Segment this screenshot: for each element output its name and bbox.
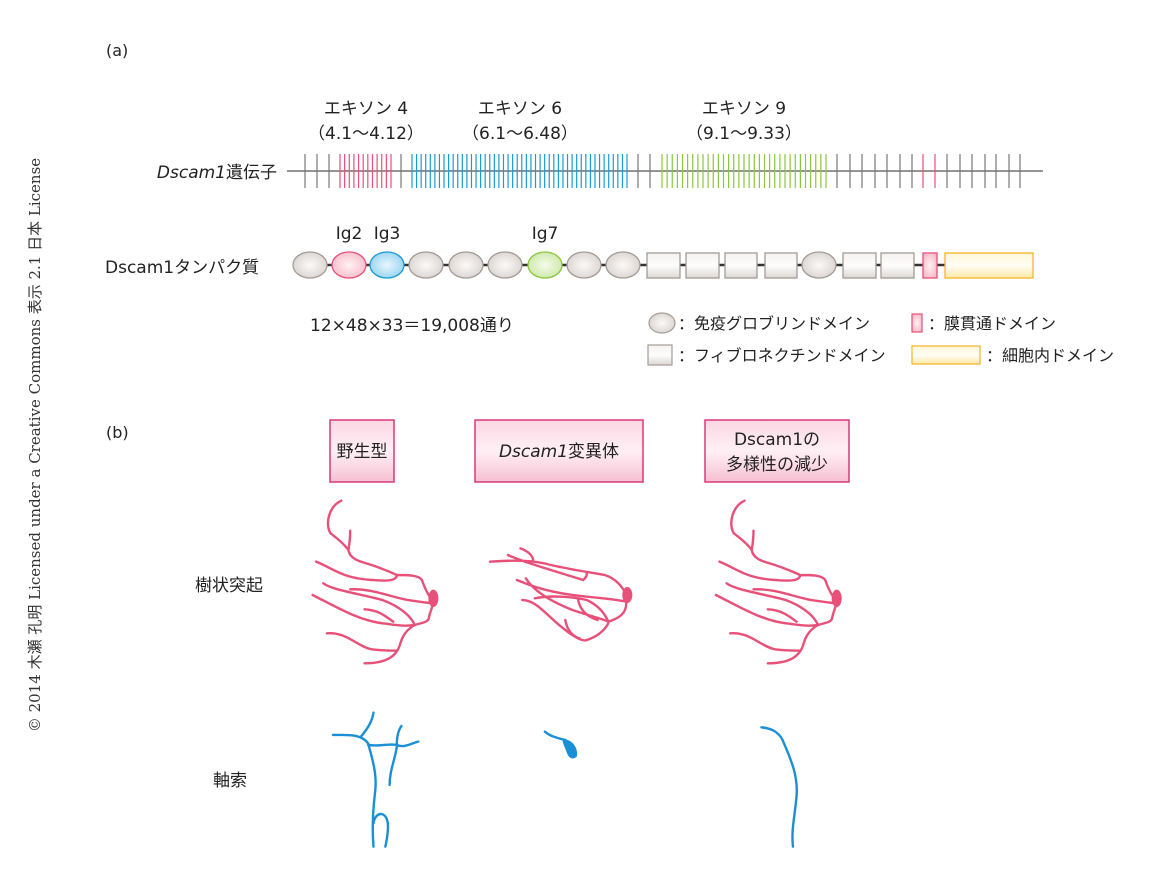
condition-box-reduced-diversity: Dscam1の 多様性の減少 [704,419,850,483]
ig-domain [408,251,444,279]
fibronectin-domain [646,252,681,279]
gene-label: Dscam1遺伝子 [157,163,277,183]
ig-domain [801,251,837,279]
condition-box-wildtype: 野生型 [329,419,395,483]
legend-ig-icon [648,312,676,334]
ig-domain [292,251,328,279]
transmembrane-domain [922,252,938,279]
fibronectin-domain [764,252,798,279]
legend-intra-text: ：細胞内ドメイン [986,346,1114,365]
mutant-rest: 変異体 [568,442,619,462]
condition-mutant-label: Dscam1変異体 [499,442,619,462]
condition-wildtype-label: 野生型 [337,442,388,462]
mutant-italic: Dscam1 [499,442,568,462]
exon-ticks [304,154,1021,188]
legend-tm-text: ：膜貫通ドメイン [928,314,1056,333]
legend-intra-icon [911,345,981,365]
panel-a-label: (a) [106,41,128,60]
panel-b-label: (b) [106,423,129,442]
reduced-line2: 多様性の減少 [726,455,828,475]
legend-tm-icon [911,313,923,333]
ig-domain [605,251,641,279]
dendrite-reduced-diversity [716,501,842,664]
axon-reduced-diversity [761,727,796,846]
ig7-label: Ig7 [532,224,559,244]
combinations-text: 12×48×33＝19,008通り [310,316,514,336]
axon-mutant-blob [562,739,578,759]
dendrite-mutant [490,548,633,640]
exon9-range: （9.1～9.33） [686,124,802,144]
ig2-domain [331,251,367,279]
ig-domain [487,251,523,279]
soma-reduced [831,589,842,607]
ig2-label: Ig2 [336,224,363,244]
protein-domains [292,251,1034,279]
soma-mutant [622,586,633,603]
fibronectin-domain [842,252,877,279]
copyright-text: © 2014 木瀬 孔明 Licensed under a Creative C… [26,158,44,732]
axon-wildtype [333,713,418,847]
dendrite-wildtype [313,501,439,664]
dendrite-row-label: 樹状突起 [195,576,263,596]
condition-box-mutant: Dscam1変異体 [474,419,644,483]
legend-fn-text: ：フィブロネクチンドメイン [678,346,886,365]
exon4-range: （4.1～4.12） [308,124,424,144]
ig-domain [448,251,484,279]
legend-fn-icon [647,344,673,366]
gene-label-rest: 遺伝子 [226,163,277,183]
intracellular-domain [944,252,1034,279]
fibronectin-domain [880,252,915,279]
fibronectin-domain [724,252,758,279]
exon4-label: エキソン 4 [324,99,408,119]
protein-label: Dscam1タンパク質 [105,258,259,278]
fibronectin-domain [685,252,720,279]
reduced-line1: Dscam1の [734,430,820,450]
exon6-range: （6.1～6.48） [462,124,578,144]
soma-wildtype [428,589,439,607]
ig3-label: Ig3 [374,224,401,244]
ig3-domain [369,251,405,279]
legend-ig-text: ：免疫グロブリンドメイン [678,314,870,333]
axon-mutant [545,732,578,759]
exon6-label: エキソン 6 [478,99,562,119]
axon-row-label: 軸索 [213,771,247,791]
ig-domain [566,251,602,279]
ig7-domain [527,251,563,279]
gene-label-italic: Dscam1 [157,163,226,183]
exon9-label: エキソン 9 [702,99,786,119]
